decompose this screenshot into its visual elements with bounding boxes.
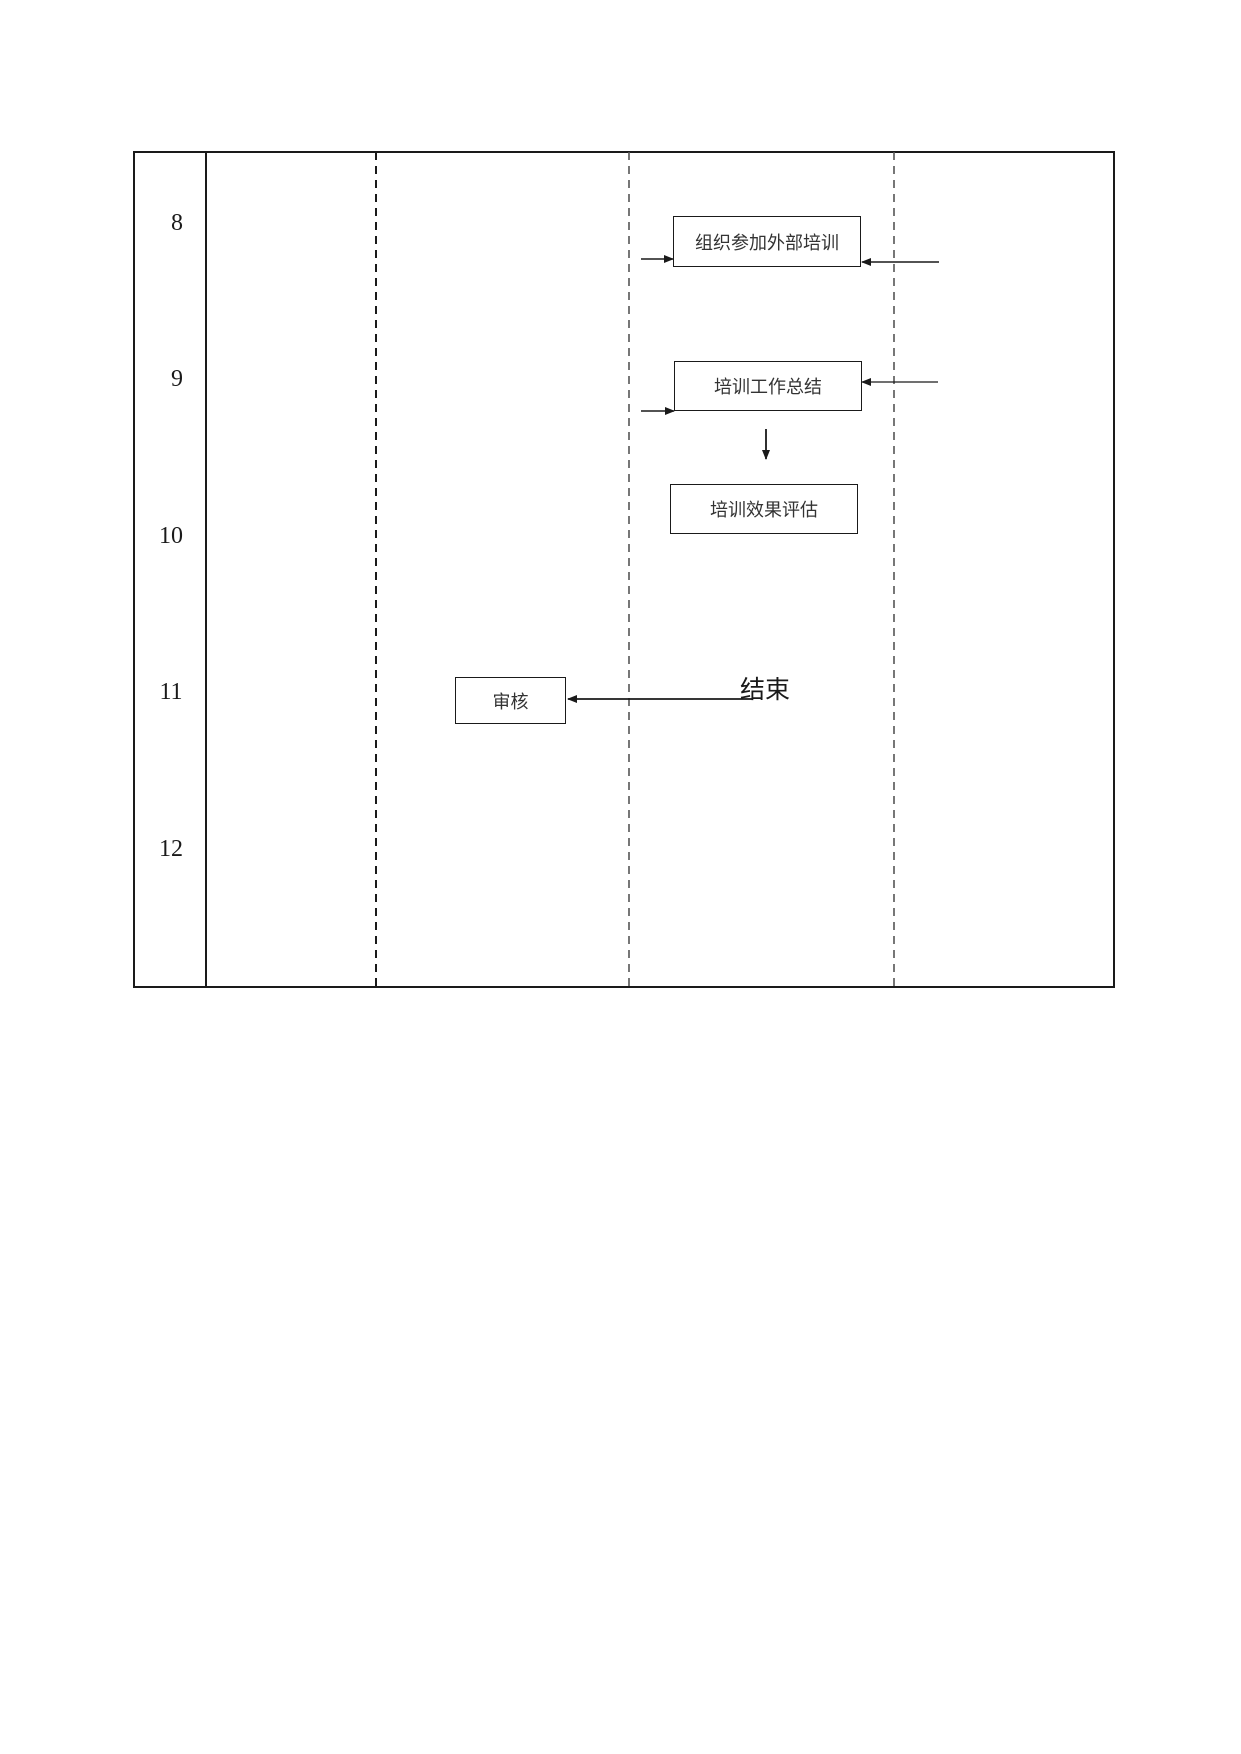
step-number-8: 8: [171, 210, 183, 236]
end-terminal-label: 结束: [740, 675, 791, 704]
process-box-training-evaluation: 培训效果评估: [670, 484, 858, 534]
process-box-review: 审核: [455, 677, 566, 724]
step-number-11: 11: [159, 679, 183, 705]
table-frame: [133, 151, 1115, 988]
step-number-12: 12: [159, 836, 183, 862]
step-number-9: 9: [171, 366, 183, 392]
process-box-external-training: 组织参加外部培训: [673, 216, 861, 267]
process-box-training-summary: 培训工作总结: [674, 361, 862, 411]
step-number-10: 10: [159, 523, 183, 549]
